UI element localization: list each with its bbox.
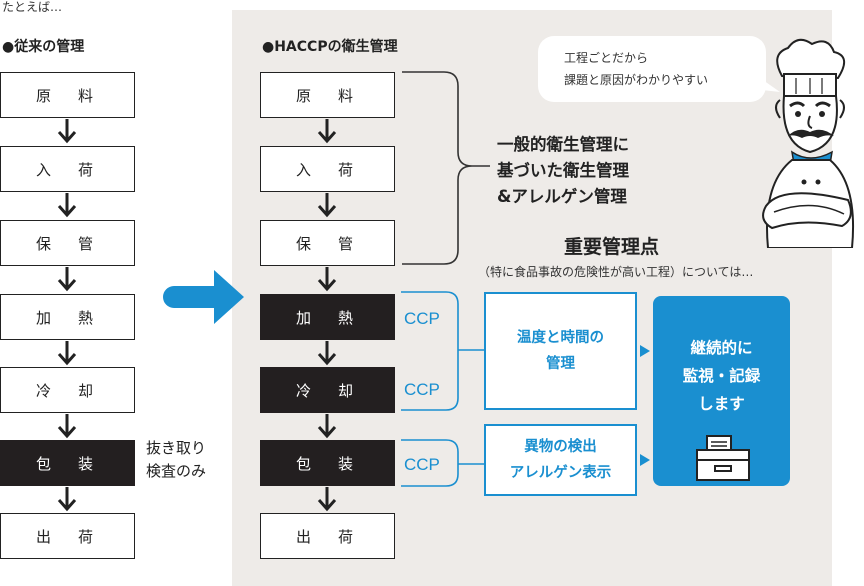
haccp-step-packaging: 包 装 [260, 440, 395, 486]
general-hygiene-bracket [402, 71, 490, 265]
monitor-record-text: 継続的に 監視・記録 します [653, 334, 790, 418]
sampling-note: 抜き取り 検査のみ [146, 437, 206, 483]
critical-control-point-subtitle: （特に食品事故の危険性が高い工程）については… [478, 265, 754, 279]
step-receiving: 入 荷 [0, 146, 135, 192]
monitor-record-box: 継続的に 監視・記録 します [653, 296, 790, 486]
haccp-step-shipping: 出 荷 [260, 513, 395, 559]
foreign-matter-allergen-box: 異物の検出 アレルゲン表示 [484, 424, 637, 496]
flow-arrow-icon [57, 414, 77, 439]
ccp-label-packaging: CCP [404, 455, 440, 474]
file-box-icon [696, 435, 750, 481]
step-cooling: 冷 却 [0, 367, 135, 413]
flow-arrow-icon [317, 267, 337, 292]
temperature-time-control-box: 温度と時間の 管理 [484, 292, 637, 410]
speech-line2: 課題と原因がわかりやすい [564, 73, 709, 87]
sampling-note-line2: 検査のみ [146, 462, 207, 480]
foreign-matter-line1: 異物の検出 [524, 439, 597, 455]
chef-illustration [762, 38, 855, 248]
flow-arrow-icon [57, 341, 77, 366]
flow-arrow-icon [57, 119, 77, 144]
transition-arrow-icon [163, 270, 244, 324]
speech-bubble-tail [760, 78, 780, 92]
temperature-time-line2: 管理 [546, 356, 575, 372]
haccp-step-receiving: 入 荷 [260, 146, 395, 192]
haccp-title: ●HACCPの衛生管理 [262, 39, 398, 55]
step-raw-material: 原 料 [0, 72, 135, 118]
record-line1: 継続的に [690, 339, 753, 357]
general-hygiene-line2: 基づいた衛生管理 [497, 161, 629, 180]
arrowhead-icon [640, 345, 650, 357]
flow-arrow-icon [317, 119, 337, 144]
step-packaging: 包 装 [0, 440, 135, 486]
speech-bubble: 工程ごとだから 課題と原因がわかりやすい [538, 36, 766, 102]
critical-control-point-title: 重要管理点 [564, 236, 660, 258]
record-line2: 監視・記録 [682, 367, 761, 385]
general-hygiene-line3: &アレルゲン管理 [497, 187, 627, 206]
ccp-label-heating: CCP [404, 309, 440, 328]
temperature-time-line1: 温度と時間の [517, 330, 604, 346]
general-hygiene-label: 一般的衛生管理に 基づいた衛生管理 &アレルゲン管理 [497, 132, 629, 210]
haccp-step-heating: 加 熱 [260, 294, 395, 340]
step-heating: 加 熱 [0, 294, 135, 340]
haccp-step-storage: 保 管 [260, 220, 395, 266]
arrowhead-icon [640, 454, 650, 466]
flow-arrow-icon [317, 341, 337, 366]
flow-arrow-icon [57, 487, 77, 512]
general-hygiene-line1: 一般的衛生管理に [497, 135, 629, 154]
haccp-step-raw-material: 原 料 [260, 72, 395, 118]
record-line3: します [698, 395, 745, 413]
speech-line1: 工程ごとだから [564, 51, 649, 65]
flow-arrow-icon [317, 414, 337, 439]
intro-text: たとえば… [2, 0, 63, 14]
traditional-title: ●従来の管理 [2, 39, 85, 55]
flow-arrow-icon [317, 193, 337, 218]
step-storage: 保 管 [0, 220, 135, 266]
ccp-bracket-heating-cooling [401, 291, 484, 411]
foreign-matter-line2: アレルゲン表示 [509, 465, 612, 481]
ccp-bracket-packaging [401, 439, 484, 487]
haccp-step-cooling: 冷 却 [260, 367, 395, 413]
ccp-label-cooling: CCP [404, 380, 440, 399]
sampling-note-line1: 抜き取り [146, 439, 207, 457]
step-shipping: 出 荷 [0, 513, 135, 559]
flow-arrow-icon [57, 267, 77, 292]
flow-arrow-icon [317, 487, 337, 512]
flow-arrow-icon [57, 193, 77, 218]
